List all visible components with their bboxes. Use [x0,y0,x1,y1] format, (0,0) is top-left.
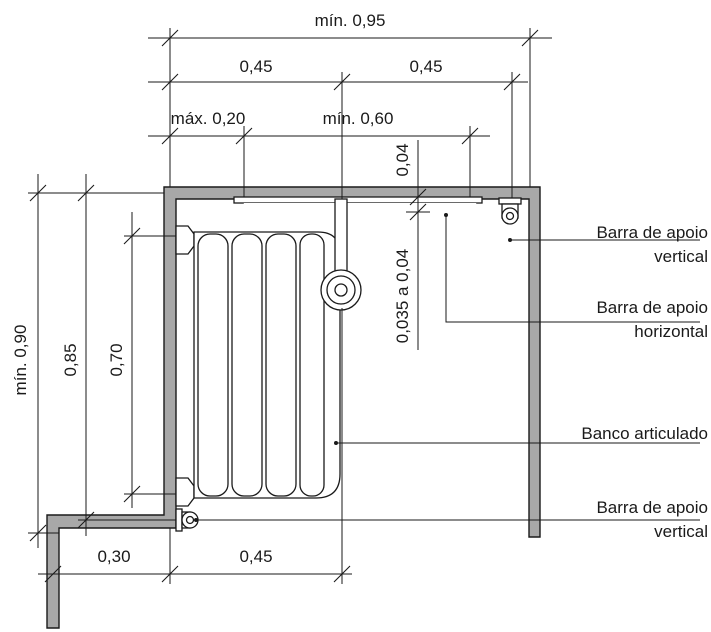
dim-half-left: 0,45 [239,57,272,76]
dimension-lines-top [148,28,552,199]
label-horizontal-bar-line1: Barra de apoio [596,298,708,317]
dimension-lines-bar [406,140,430,350]
label-vertical-bar-top-line1: Barra de apoio [596,223,708,242]
label-horizontal-bar-line2: horizontal [634,322,708,341]
dim-max-offset: máx. 0,20 [171,109,246,128]
dim-bottom-left: 0,30 [97,547,130,566]
dimension-lines-left [28,174,176,548]
dim-total-width: mín. 0,95 [315,11,386,30]
dim-bar-diameter: 0,035 a 0,04 [393,249,412,344]
horizontal-grab-bar [233,196,483,229]
leader-lines [194,213,700,522]
dim-half-right: 0,45 [409,57,442,76]
dimension-lines-bottom [38,308,352,584]
vertical-grab-bar-bottom [175,508,199,532]
label-vertical-bar-top-line2: vertical [654,247,708,266]
dim-min-bar-length: mín. 0,60 [323,109,394,128]
dim-depth-070: 0,70 [107,343,126,376]
label-bench: Banco articulado [581,424,708,443]
dim-depth-total: mín. 0,90 [11,325,30,396]
label-vertical-bar-bottom-line1: Barra de apoio [596,498,708,517]
dim-bar-gap-top: 0,04 [393,143,412,176]
dim-depth-085: 0,85 [61,343,80,376]
dim-bottom-right: 0,45 [239,547,272,566]
shower-head [320,198,362,311]
label-vertical-bar-bottom-line2: vertical [654,522,708,541]
folding-bench [175,225,341,507]
vertical-grab-bar-top [498,197,522,225]
